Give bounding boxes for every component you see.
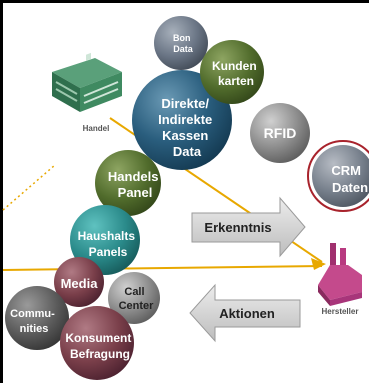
kundenkarten-line2: karten: [218, 74, 254, 88]
svg-text:Konsument Befragung: Konsument Befragung: [65, 331, 134, 361]
media-bubble: Media: [54, 257, 104, 307]
svg-text:Call Center: Call Center: [119, 286, 155, 312]
svg-text:Bon Data: Bon Data: [173, 33, 194, 54]
communities-line1: Commu-: [10, 308, 55, 320]
svg-text:Commu- nities: Commu- nities: [10, 308, 58, 335]
rfid-label: RFID: [264, 125, 297, 141]
kassen-line4: Data: [173, 144, 202, 159]
kassen-data-bubble: Direkte/ Indirekte Kassen Data: [132, 70, 232, 170]
kassen-line2: Indirekte: [158, 112, 212, 127]
aktionen-arrow: Aktionen: [189, 283, 301, 343]
handel-label: Handel: [83, 124, 110, 133]
haushalts-line2: Panels: [89, 245, 128, 259]
store-building-icon: [52, 52, 122, 112]
erkenntnis-arrow: Erkenntnis: [191, 196, 306, 258]
bon-data-line1: Bon: [173, 33, 191, 43]
communities-bubble: Commu- nities: [5, 286, 69, 350]
line-left-to-hersteller: [2, 265, 323, 271]
dotted-line-handel: [2, 164, 56, 211]
handels-panel-bubble: Handels Panel: [95, 150, 162, 216]
svg-text:Handels Panel: Handels Panel: [108, 169, 162, 200]
erkenntnis-label: Erkenntnis: [204, 220, 271, 235]
call-center-bubble: Call Center: [108, 272, 160, 324]
hersteller-label: Hersteller: [322, 307, 359, 316]
handels-panel-line1: Handels: [108, 169, 159, 184]
media-label: Media: [61, 276, 99, 291]
kundenkarten-line1: Kunden: [212, 59, 257, 73]
call-center-line2: Center: [119, 300, 155, 312]
svg-text:Haushalts Panels: Haushalts Panels: [78, 229, 139, 259]
svg-text:Kunden karten: Kunden karten: [212, 59, 260, 88]
rfid-bubble: RFID: [250, 103, 310, 163]
kundenkarten-bubble: Kunden karten: [200, 40, 264, 104]
konsument-befragung-bubble: Konsument Befragung: [60, 306, 134, 380]
handels-panel-line2: Panel: [118, 185, 153, 200]
arrowhead-hersteller: [311, 258, 326, 270]
bon-data-line2: Data: [173, 44, 194, 54]
svg-text:Direkte/ Indirekte: Direkte/ Indirekte Kassen Data: [158, 96, 216, 159]
konsument-line2: Befragung: [70, 347, 130, 361]
konsument-line1: Konsument: [65, 331, 131, 345]
crm-daten-bubble: CRM Daten: [307, 140, 369, 212]
factory-icon: [318, 243, 362, 306]
aktionen-label: Aktionen: [219, 306, 275, 321]
call-center-line1: Call: [124, 286, 144, 298]
communities-line2: nities: [20, 323, 49, 335]
haushalts-line1: Haushalts: [78, 229, 136, 243]
crm-label-line2: Daten: [332, 180, 368, 195]
kassen-line1: Direkte/: [161, 96, 209, 111]
crm-label-line1: CRM: [331, 163, 361, 178]
haushalts-panels-bubble: Haushalts Panels: [70, 205, 140, 275]
bon-data-bubble: Bon Data: [154, 16, 208, 70]
top-border: [0, 0, 369, 3]
svg-text:CRM Daten: CRM Daten: [331, 163, 368, 195]
left-border: [0, 0, 3, 383]
kassen-line3: Kassen: [162, 128, 208, 143]
